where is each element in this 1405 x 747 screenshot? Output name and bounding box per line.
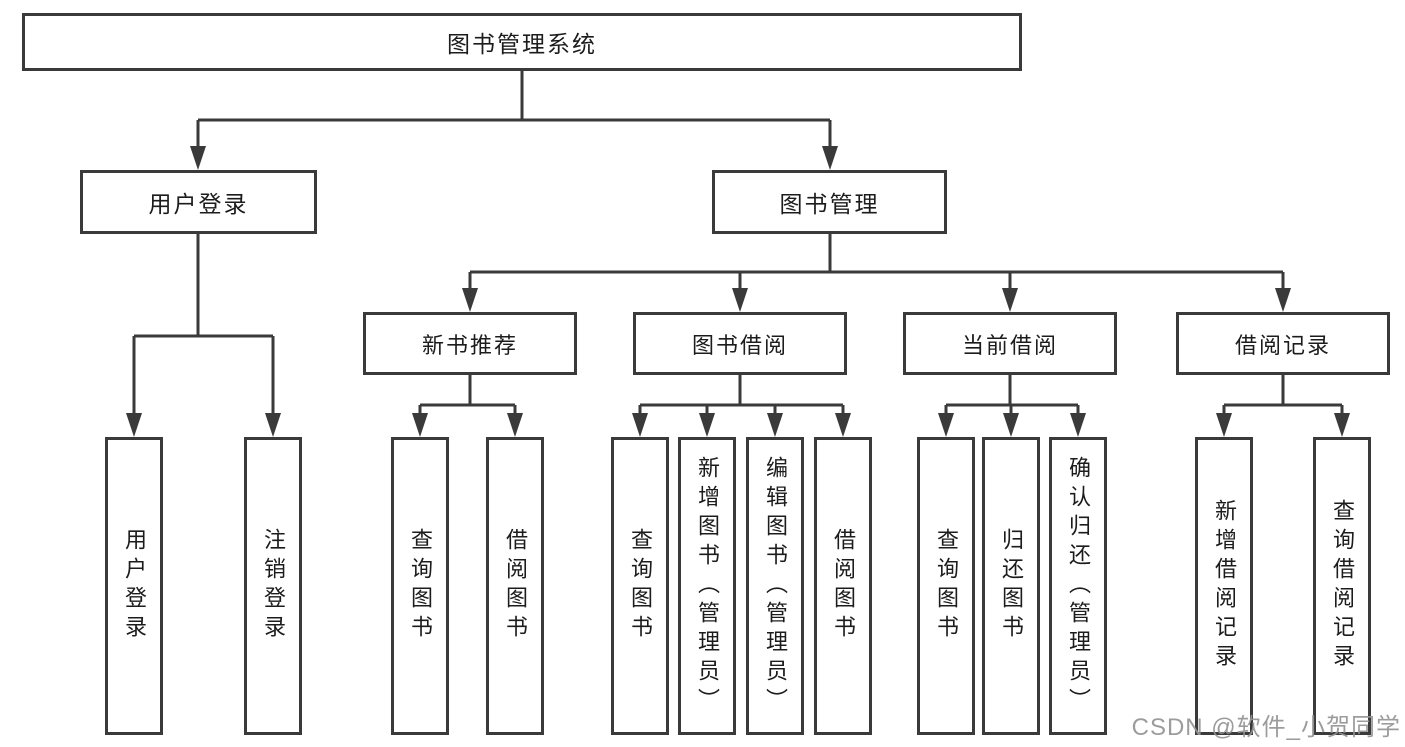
leaf-label: 归还图书 (999, 528, 1024, 644)
leaf-label: 借阅图书 (503, 528, 528, 644)
leaf-label: 新增图书（管理员） (695, 455, 720, 717)
leaf-label: 编辑图书（管理员） (763, 455, 788, 717)
leaf-label: 借阅图书 (831, 528, 856, 644)
leaf-add-books-admin: 新增图书（管理员） (678, 437, 736, 735)
leaf-query-books-borrow: 查询图书 (611, 437, 669, 735)
leaf-query-books-current: 查询图书 (917, 437, 975, 735)
leaf-confirm-return-admin: 确认归还（管理员） (1049, 437, 1107, 735)
leaf-label: 新增借阅记录 (1212, 499, 1237, 673)
leaf-label: 查询借阅记录 (1330, 499, 1355, 673)
node-library-system: 图书管理系统 (22, 13, 1022, 71)
leaf-borrow-books: 借阅图书 (814, 437, 872, 735)
node-borrowing-records: 借阅记录 (1176, 312, 1390, 375)
node-new-book-recommendation: 新书推荐 (363, 312, 577, 375)
leaf-label: 确认归还（管理员） (1066, 455, 1091, 717)
leaf-query-books-recommend: 查询图书 (391, 437, 449, 735)
leaf-label: 查询图书 (934, 528, 959, 644)
node-book-management: 图书管理 (712, 170, 947, 234)
leaf-label: 查询图书 (628, 528, 653, 644)
leaf-borrow-books-recommend: 借阅图书 (486, 437, 544, 735)
node-book-borrowing: 图书借阅 (633, 312, 847, 375)
leaf-logout: 注销登录 (244, 437, 302, 735)
node-user-login: 用户登录 (80, 170, 317, 234)
leaf-label: 注销登录 (261, 528, 286, 644)
leaf-add-borrow-record: 新增借阅记录 (1195, 437, 1253, 735)
leaf-label: 查询图书 (408, 528, 433, 644)
csdn-watermark: CSDN @软件_小贺同学 (1131, 714, 1401, 741)
leaf-user-login: 用户登录 (105, 437, 163, 735)
leaf-query-borrow-record: 查询借阅记录 (1313, 437, 1371, 735)
node-current-borrowing: 当前借阅 (903, 312, 1117, 375)
leaf-return-books: 归还图书 (982, 437, 1040, 735)
leaf-edit-books-admin: 编辑图书（管理员） (746, 437, 804, 735)
leaf-label: 用户登录 (122, 528, 147, 644)
